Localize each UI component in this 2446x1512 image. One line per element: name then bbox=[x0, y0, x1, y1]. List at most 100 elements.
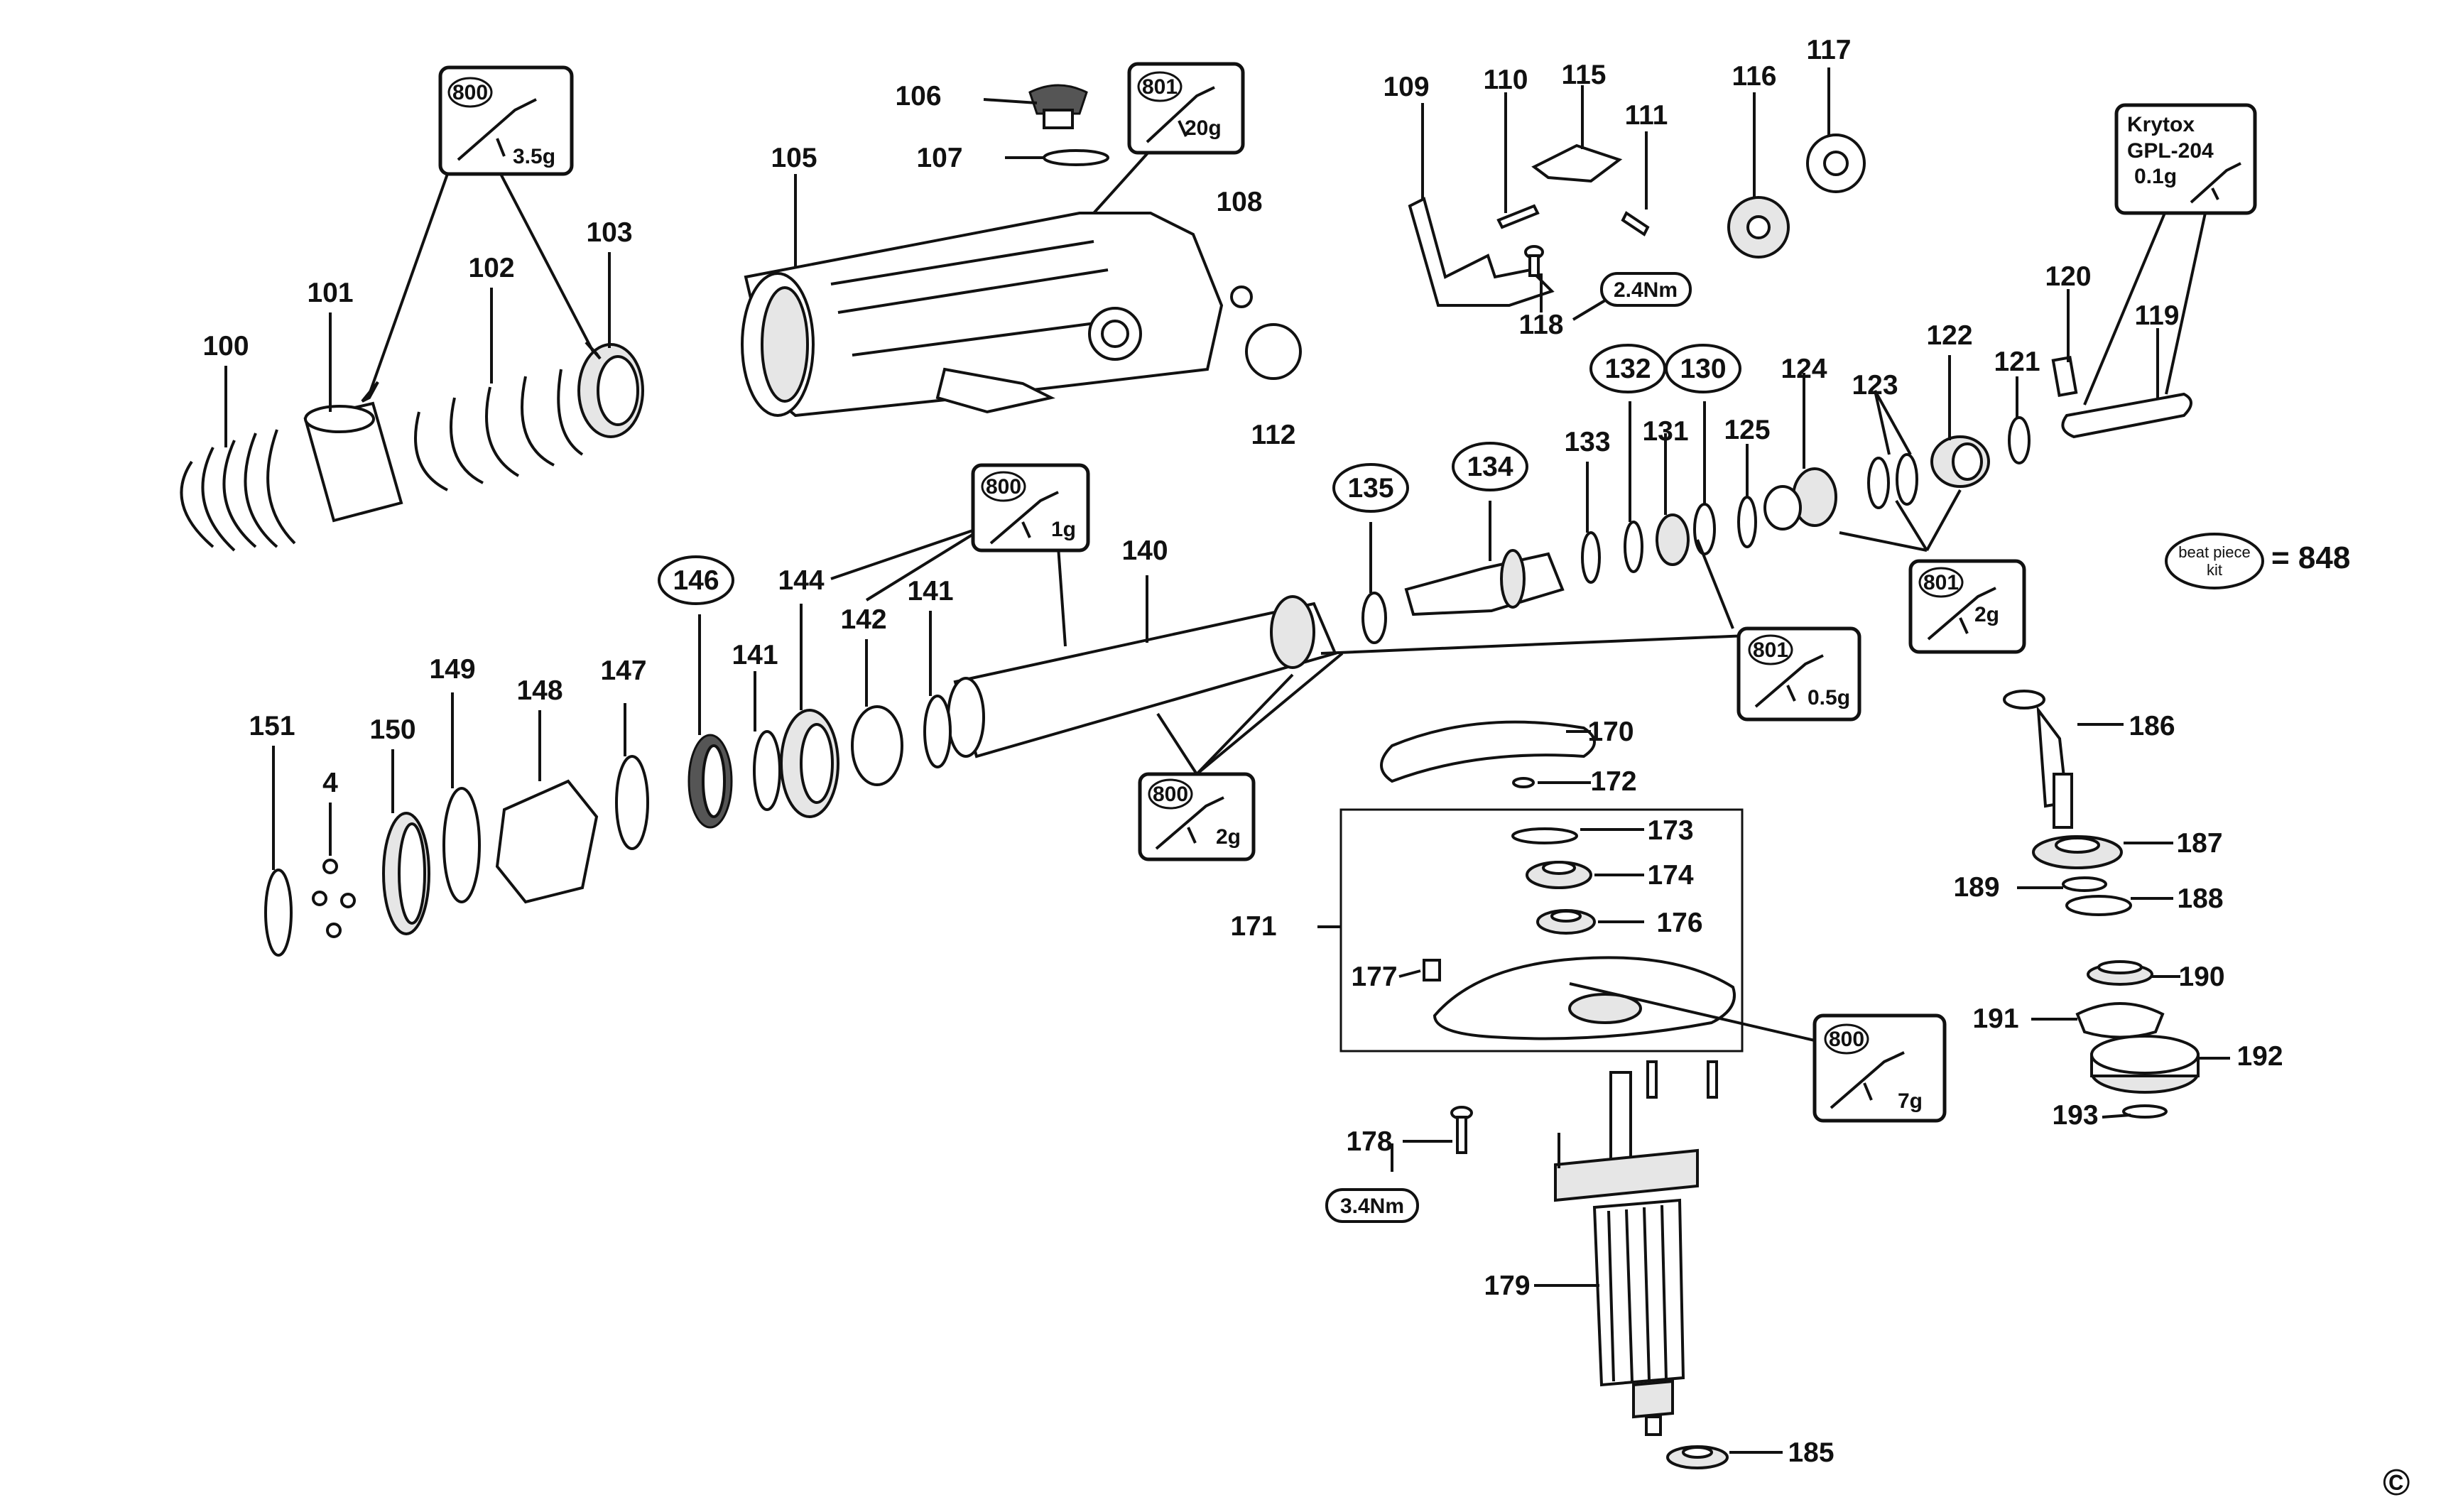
part-134-spindle bbox=[1404, 549, 1565, 616]
part-label-151: 151 bbox=[249, 711, 295, 741]
part-label-110: 110 bbox=[1484, 65, 1528, 95]
part-123-rings bbox=[1867, 453, 1918, 509]
part-148-collar bbox=[495, 779, 599, 904]
part-label-120: 120 bbox=[2045, 261, 2091, 292]
part-label-107: 107 bbox=[916, 143, 962, 173]
part-label-190: 190 bbox=[2178, 962, 2224, 992]
part-label-125: 125 bbox=[1724, 415, 1770, 445]
part-label-circle-134 bbox=[1452, 442, 1528, 491]
svg-text:= 848: = 848 bbox=[2271, 540, 2350, 575]
part-label-100: 100 bbox=[202, 331, 249, 361]
part-191-clutch bbox=[2075, 1002, 2165, 1039]
part-121-ring bbox=[2008, 416, 2031, 464]
grease-callout-g1: 800 3.5g bbox=[438, 65, 574, 176]
part-label-circle-146 bbox=[658, 555, 734, 605]
part-100-spring bbox=[180, 429, 296, 552]
part-label-192: 192 bbox=[2236, 1041, 2283, 1072]
part-179-armature bbox=[1554, 1071, 1699, 1436]
part-190-spring bbox=[2087, 960, 2153, 986]
part-label-132: 132 bbox=[1604, 354, 1651, 384]
grease-gun-icon bbox=[1830, 1051, 1905, 1109]
part-192-gear bbox=[2090, 1035, 2200, 1094]
part-label-106: 106 bbox=[895, 81, 941, 112]
part-135-o-ring bbox=[1361, 592, 1387, 644]
grease-qty: 0.5g bbox=[1808, 686, 1850, 709]
part-label-134: 134 bbox=[1467, 452, 1513, 482]
svg-text:2.4Nm: 2.4Nm bbox=[1614, 278, 1678, 302]
part-label-150: 150 bbox=[369, 714, 415, 745]
part-174-bearing bbox=[1526, 861, 1592, 889]
part-label-174: 174 bbox=[1647, 860, 1693, 891]
part-label-122: 122 bbox=[1926, 320, 1972, 351]
part-label-121: 121 bbox=[1994, 347, 2040, 377]
part-label-141: 141 bbox=[907, 576, 953, 607]
part-label-115: 115 bbox=[1562, 60, 1607, 90]
part-171-frame bbox=[1339, 808, 1744, 1053]
grease-qty: 2g bbox=[1974, 603, 1999, 626]
grease-qty: 20g bbox=[1185, 116, 1222, 140]
part-105-gear-housing bbox=[741, 212, 1224, 418]
grease-qty: 7g bbox=[1898, 1089, 1923, 1113]
part-112-ring bbox=[1245, 323, 1302, 380]
part-102-spring bbox=[414, 369, 584, 491]
part-label-130: 130 bbox=[1680, 354, 1726, 384]
part-label-circle-135 bbox=[1332, 463, 1409, 513]
leader-lines bbox=[224, 67, 2230, 1454]
krytox-callout: Krytox GPL-204 0.1g bbox=[2114, 103, 2257, 215]
part-label-188: 188 bbox=[2177, 883, 2223, 914]
grease-code: 800 bbox=[452, 81, 488, 104]
part-label-116: 116 bbox=[1732, 61, 1777, 92]
krytox-qty: 0.1g bbox=[2134, 165, 2177, 188]
part-label-170: 170 bbox=[1587, 717, 1634, 747]
part-186-shaft bbox=[2003, 690, 2073, 829]
grease-code: 801 bbox=[1923, 571, 1959, 594]
grease-gun-icon bbox=[457, 98, 537, 161]
part-label-141: 141 bbox=[732, 640, 778, 670]
part-189-washer bbox=[2062, 876, 2107, 892]
part-178-screw bbox=[1450, 1106, 1473, 1154]
part-176-bearing bbox=[1536, 909, 1596, 935]
part-106-knob bbox=[1028, 84, 1088, 129]
grease-code: 801 bbox=[1142, 75, 1178, 99]
part-label-191: 191 bbox=[1972, 1004, 2018, 1034]
part-171-gear-plate bbox=[1433, 956, 1736, 1040]
grease-gun-icon bbox=[1155, 796, 1224, 850]
grease-gun-icon bbox=[989, 491, 1059, 545]
part-label-146: 146 bbox=[673, 565, 719, 596]
part-label-105: 105 bbox=[771, 143, 817, 173]
part-193-washer bbox=[2122, 1104, 2168, 1119]
part-label-133: 133 bbox=[1564, 427, 1610, 457]
part-185-bearing bbox=[1666, 1445, 1729, 1469]
grease-code: 800 bbox=[986, 475, 1021, 499]
part-label-144: 144 bbox=[778, 565, 824, 596]
svg-text:3.4Nm: 3.4Nm bbox=[1340, 1195, 1404, 1218]
part-label-149: 149 bbox=[429, 654, 475, 685]
part-label-111: 111 bbox=[1625, 100, 1668, 131]
part-103-clutch-ring bbox=[577, 343, 644, 438]
part-101-sleeve bbox=[303, 401, 403, 523]
krytox-line2: GPL-204 bbox=[2127, 139, 2214, 163]
part-label-103: 103 bbox=[586, 217, 632, 248]
part-label-142: 142 bbox=[840, 604, 886, 635]
part-144-bearing bbox=[780, 709, 839, 818]
grease-callout-g4: 801 0.5g bbox=[1736, 626, 1861, 722]
part-141-ring-right bbox=[923, 695, 952, 768]
grease-callout-g5: 801 2g bbox=[1908, 559, 2026, 654]
part-107-o-ring bbox=[1043, 149, 1109, 166]
svg-text:kit: kit bbox=[2207, 561, 2222, 579]
part-label-118: 118 bbox=[1519, 310, 1564, 340]
grease-callout-g2: 801 20g bbox=[1127, 62, 1245, 155]
grease-gun-icon bbox=[1927, 587, 1996, 641]
grease-arrows bbox=[361, 141, 2207, 1042]
part-label-172: 172 bbox=[1590, 766, 1636, 797]
part-label-187: 187 bbox=[2176, 828, 2222, 859]
screws-armature-housing bbox=[1646, 1060, 1718, 1099]
part-149-ring bbox=[442, 787, 481, 903]
part-170-belt bbox=[1380, 720, 1596, 783]
part-111-pin bbox=[1621, 211, 1650, 236]
grease-code: 800 bbox=[1153, 783, 1188, 806]
part-109-lever bbox=[1408, 197, 1555, 307]
part-172-clip bbox=[1512, 777, 1535, 788]
grease-gun-icon bbox=[1146, 86, 1215, 143]
